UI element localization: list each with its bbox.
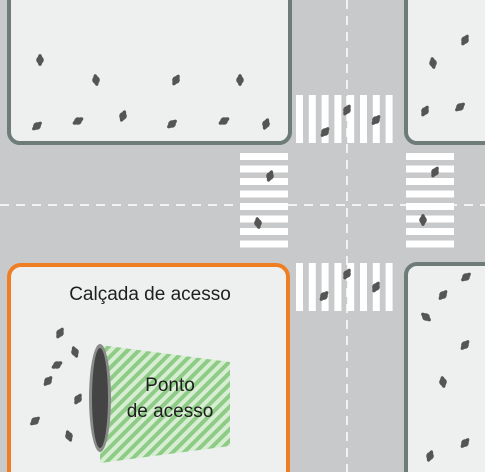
crosswalk-stripe (360, 95, 367, 143)
crosswalk-stripe (406, 215, 454, 223)
crosswalk-stripe (240, 165, 288, 173)
pedestrian-icon (56, 327, 64, 339)
crosswalk-stripe (347, 95, 355, 143)
pedestrian-icon (438, 290, 448, 300)
access-sidewalk-label: Calçada de acesso (69, 284, 231, 305)
crosswalk-stripe (347, 263, 355, 311)
crosswalk-stripe (385, 263, 393, 311)
pedestrian-icon (320, 127, 330, 137)
crosswalk-stripe (240, 203, 288, 210)
pedestrian-icon (72, 117, 84, 125)
crosswalk-stripe (334, 263, 342, 311)
crosswalk-stripe (296, 95, 303, 143)
access-zone (100, 345, 230, 463)
pedestrian-icon (172, 74, 180, 86)
access-point-label-line1: Ponto (145, 375, 195, 396)
pedestrian-icon (461, 34, 469, 46)
pedestrian-icon (254, 217, 262, 229)
pedestrian-icon (262, 118, 270, 130)
pedestrian-icon (319, 291, 329, 301)
pedestrian-icon (372, 281, 380, 293)
pedestrian-icon (32, 121, 42, 131)
crosswalk-stripe (240, 190, 288, 198)
pedestrian-icon (119, 110, 127, 122)
crosswalk-stripe (308, 263, 316, 311)
crosswalk-stripe (385, 95, 393, 143)
crosswalk-stripe (308, 95, 316, 143)
pedestrian-icon (343, 104, 351, 116)
crosswalk-stripe (240, 153, 288, 160)
pedestrian-icon (236, 74, 244, 86)
crosswalk-stripe (240, 215, 288, 223)
pedestrian-icon (421, 105, 429, 117)
pedestrian-icon (218, 117, 230, 125)
pedestrian-icon (167, 119, 177, 129)
crosswalk-stripe (406, 153, 454, 160)
crosswalk-stripe (406, 190, 454, 198)
crosswalk-stripe (321, 263, 329, 311)
crosswalk-stripe (240, 240, 288, 248)
pedestrian-icon (92, 74, 100, 86)
block-top-right (404, 0, 485, 145)
pedestrian-icon (429, 57, 437, 69)
pedestrian-icon (461, 272, 471, 282)
pedestrian-icon (371, 115, 381, 125)
crosswalk-stripe (406, 240, 454, 248)
block-top-left (7, 0, 292, 145)
pedestrian-icon (30, 416, 40, 426)
crosswalk-stripe (406, 228, 454, 235)
pedestrian-icon (431, 166, 439, 178)
pedestrian-icon (266, 170, 274, 182)
pedestrian-icon (419, 214, 427, 226)
crosswalk-stripe (406, 165, 454, 173)
pedestrian-icon (455, 102, 465, 112)
crosswalk-stripe (406, 178, 454, 185)
pedestrian-icon (51, 361, 63, 369)
pedestrian-icon (74, 393, 82, 405)
pedestrian-icon (43, 376, 53, 386)
pedestrians (30, 34, 471, 462)
portal-core (92, 348, 108, 448)
pedestrian-icon (343, 268, 351, 280)
crosswalk-stripe (406, 203, 454, 210)
pedestrian-icon (460, 438, 470, 448)
crosswalk-stripe (240, 178, 288, 185)
pedestrian-icon (36, 54, 44, 66)
crosswalk-stripe (334, 95, 342, 143)
pedestrian-icon (71, 346, 79, 358)
pedestrian-icon (421, 312, 431, 322)
pedestrian-icon (65, 430, 73, 442)
crosswalk-stripe (240, 228, 288, 235)
pedestrian-icon (426, 450, 434, 462)
crosswalk-stripe (360, 263, 367, 311)
pedestrian-icon (439, 376, 447, 388)
access-point-label-line2: de acesso (126, 401, 214, 422)
crosswalk-stripe (296, 263, 303, 311)
pedestrian-icon (460, 340, 470, 350)
crosswalk-stripe (321, 95, 329, 143)
